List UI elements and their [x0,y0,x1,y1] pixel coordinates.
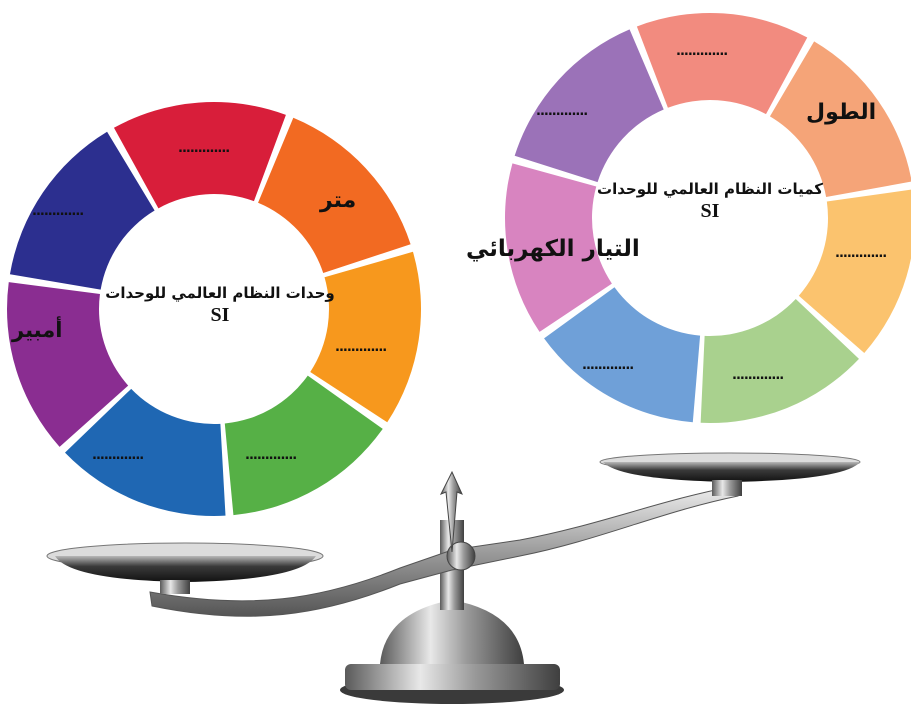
quantities-wheel-segment [514,29,664,183]
units-wheel-segment [6,282,129,447]
quantities-blank-bottomright: ............. [732,368,784,383]
quantities-wheel-segment [798,189,911,353]
left-pan-stem [160,580,190,594]
units-blank-top: ............. [178,141,230,156]
units-wheel-segment [258,117,411,273]
units-si-text: SI [210,304,230,326]
right-pan [603,462,860,482]
quantities-wheel [504,13,911,424]
scale-bell [380,600,524,664]
units-blank-bottomleft: ............. [92,448,144,463]
quantities-si-text: SI [700,200,720,222]
units-blank-right: ............. [335,340,387,355]
quantities-wheel-segment [769,41,911,198]
units-wheel-title: وحدات النظام العالمي للوحدات SI [90,282,350,326]
scale-pivot [446,541,476,571]
balance-scale [46,452,861,704]
quantities-title-text: كميات النظام العالمي للوحدات [597,180,823,198]
units-blank-bottomright: ............. [245,448,297,463]
units-wheel-segment [64,388,226,516]
scale-pointer [439,470,463,553]
right-pan-stem [712,480,742,496]
quantities-wheel-segment [636,13,808,115]
units-title-text: وحدات النظام العالمي للوحدات [105,284,335,302]
quantities-wheel-title: كميات النظام العالمي للوحدات SI [590,178,830,222]
units-blank-topleft: ............. [32,204,84,219]
quantities-blank-bottomleft: ............. [582,358,634,373]
units-wheel [6,102,421,516]
units-wheel-segment [9,131,155,290]
quantities-blank-top: ............. [676,44,728,59]
quantities-wheel-segment [504,163,612,332]
quantities-blank-right: ............. [835,246,887,261]
units-wheel-segment [310,251,421,423]
scale-base [345,664,560,690]
quantities-wheel-segment [700,299,859,424]
units-label-ampere: أمبير [12,318,63,342]
scale-beam [149,485,739,617]
quantities-blank-topleft: ............. [536,104,588,119]
left-pan [55,556,316,582]
units-wheel-segment [113,102,286,209]
quantities-label-current: التيار الكهربائي [466,236,640,262]
quantities-wheel-segment [544,287,701,423]
quantities-label-length: الطول [806,100,877,125]
units-wheel-segment [224,375,383,516]
units-label-meter: متر [320,188,357,213]
